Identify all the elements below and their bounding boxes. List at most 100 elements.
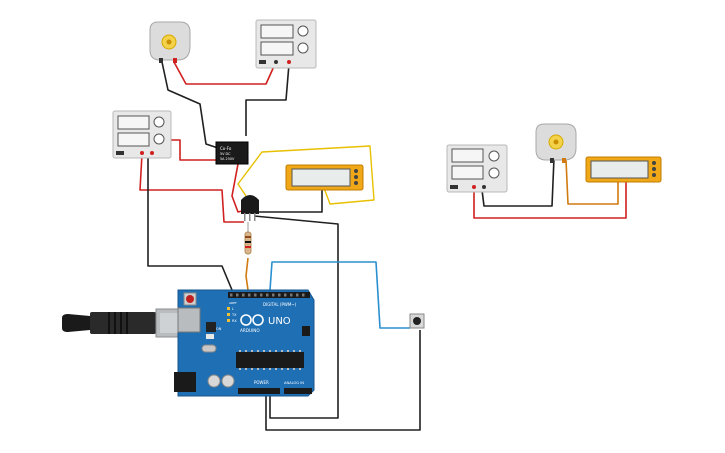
supply-switch[interactable] [259,60,266,64]
wire-black-gnd[interactable] [253,215,339,419]
supply-display-voltage [451,148,484,163]
usb-chip [206,322,216,332]
supply-display-current [117,132,150,147]
digital-header[interactable] [228,292,310,298]
motor-terminal-left[interactable] [159,58,163,63]
analog-label: ANALOG IN [284,381,304,385]
wire-black-button[interactable] [265,330,421,431]
supply-knob-current[interactable] [153,133,165,145]
usb-cable-ridge-1 [108,312,110,334]
motor-shaft-center-icon [553,139,559,145]
arduino-uno[interactable]: DIGITAL (PWM~) AREF TX RX L UNO ARDUINO … [174,289,315,397]
wire-orange-right[interactable] [565,159,619,205]
relay-icon [215,141,249,165]
power-header[interactable] [238,388,280,394]
supply-terminal-neg[interactable] [140,151,144,155]
resistor-band-1 [245,236,251,238]
motor-terminal-right[interactable] [173,58,177,63]
supply-switch[interactable] [450,185,458,189]
led-tx [227,313,230,316]
supply-terminal-pos[interactable] [482,185,486,189]
wire-yellow-meter[interactable] [237,145,375,205]
meter-terminal-2[interactable] [652,167,656,171]
meter-terminal-3[interactable] [652,173,656,177]
meter-terminal-2[interactable] [354,175,358,179]
dc-motor-top[interactable] [149,21,191,63]
small-component [206,334,214,339]
supply-display-voltage [260,24,294,39]
resistor[interactable] [244,222,252,255]
rx-label: RX [232,319,237,323]
motor-terminal-left[interactable] [550,158,554,163]
supply-knob-voltage[interactable] [488,150,500,162]
wire-red-right[interactable] [473,182,627,219]
relay-text-2: 5V DC [220,152,231,156]
meter-terminal-1[interactable] [354,169,358,173]
motor-shaft-center-icon [166,39,172,45]
resistor-band-3 [245,246,251,248]
led-l [227,307,230,310]
wire-black-motor1[interactable] [161,61,219,149]
meter-terminal-3[interactable] [354,181,358,185]
supply-display-current [451,165,484,180]
wire-red-motor1[interactable] [173,61,276,85]
supply-knob-voltage[interactable] [297,25,309,37]
power-jack [174,372,196,392]
power-label: POWER [254,380,269,385]
dc-motor-right[interactable] [535,123,577,163]
usb-cable-body [90,312,156,334]
motor-terminal-right[interactable] [562,158,566,163]
power-supply-left[interactable] [112,110,172,159]
arduino-model: UNO [268,316,291,327]
arduino-logo-icon [240,314,264,326]
usb-cable-ridge-3 [120,312,122,334]
usb-cable-icon [62,314,90,332]
tx-label: TX [231,313,237,317]
supply-knob-current[interactable] [297,42,309,54]
chip-pins [239,350,301,370]
wires [139,61,627,431]
transistor-leg-3 [254,213,256,221]
supply-display-current [260,41,294,56]
supply-terminal-neg[interactable] [274,60,278,64]
wire-orange-resistor[interactable] [245,257,249,291]
supply-knob-voltage[interactable] [153,116,165,128]
arduino-brand: ARDUINO [240,328,260,333]
supply-knob-current[interactable] [488,167,500,179]
power-supply-right[interactable] [446,144,508,193]
wire-blue-button[interactable] [269,261,410,329]
usb-cable-ridge-2 [114,312,116,334]
atmega-chip [236,352,304,368]
icsp-header [302,326,310,336]
multimeter-display [590,160,649,179]
power-supply-top[interactable] [255,19,317,69]
relay-text-3: 5A 250V [220,157,235,161]
relay[interactable]: Co-Fo 5V DC 5A 250V [215,141,249,165]
digital-pins [230,293,305,297]
supply-terminal-pos[interactable] [287,60,291,64]
transistor-leg-1 [244,213,246,221]
supply-switch[interactable] [116,151,124,155]
pushbutton[interactable] [409,313,425,329]
multimeter-left[interactable] [285,164,364,191]
reset-button-cap[interactable] [186,295,194,303]
supply-terminal-pos[interactable] [150,151,154,155]
arduino-board [177,289,315,397]
pushbutton-cap[interactable] [413,317,421,325]
wire-black-supply2[interactable] [147,154,233,291]
wire-red-supply2-b[interactable] [139,153,244,223]
wire-black-meter[interactable] [258,190,323,213]
transistor-leg-2 [249,213,251,221]
transistor[interactable] [241,195,259,221]
wire-black-supply1[interactable] [245,63,290,136]
supply-terminal-neg[interactable] [472,185,476,189]
resistor-band-2 [245,241,251,243]
meter-terminal-1[interactable] [652,161,656,165]
analog-header[interactable] [284,388,312,394]
multimeter-right[interactable] [585,156,662,183]
wire-black-right[interactable] [481,157,555,207]
digital-label: DIGITAL (PWM~) [263,302,297,307]
on-label: ON [216,327,222,331]
